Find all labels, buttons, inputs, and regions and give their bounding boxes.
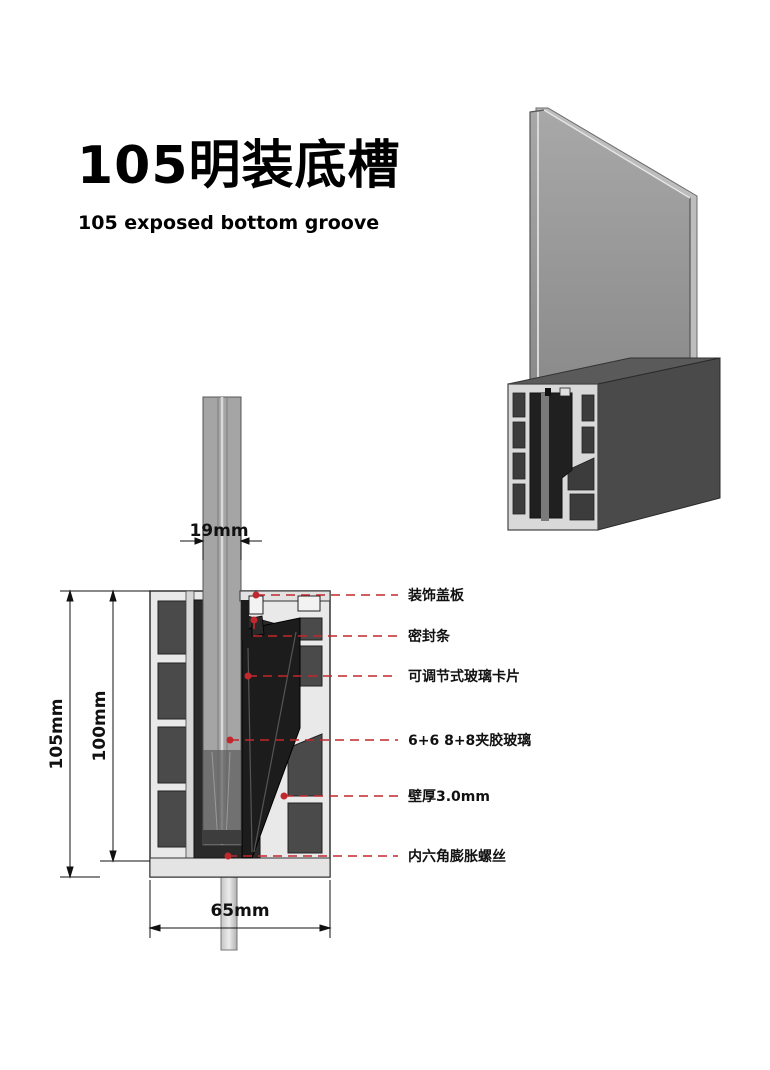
dim-outer-height: 105mm	[47, 699, 67, 770]
dim-inner-height: 100mm	[90, 691, 110, 762]
callout-cover-plate: 装饰盖板	[407, 587, 465, 604]
dim-base-width: 65mm	[210, 901, 269, 921]
glass-panel	[529, 109, 691, 393]
callout-seal-strip: 密封条	[407, 628, 451, 645]
callout-laminated-glass: 6+6 8+8夹胶玻璃	[408, 732, 531, 749]
laminated-glass	[202, 396, 242, 846]
callout-leaders	[228, 594, 398, 857]
profile-channel	[529, 392, 573, 519]
dim-glass-width: 19mm	[189, 521, 248, 541]
callout-anchor-bolt: 内六角膨胀螺丝	[408, 848, 506, 865]
dimension-lines	[60, 530, 332, 938]
callout-adjustable-clip: 可调节式玻璃卡片	[408, 668, 520, 685]
cross-section-view: 19mm 105mm 100mm 65mm 装饰盖板 密封条 可调节式玻璃卡片 …	[47, 396, 531, 951]
page-title: 105明装底槽	[77, 136, 401, 196]
profile-side-face	[597, 357, 721, 531]
adjustable-clip	[241, 617, 301, 859]
right-wall-cavities	[287, 617, 323, 854]
left-wall-cavities	[157, 600, 187, 848]
callout-dots	[224, 591, 288, 860]
perspective-view	[507, 107, 721, 531]
cover-plate	[239, 590, 331, 640]
page-subtitle: 105 exposed bottom groove	[78, 212, 380, 234]
callout-wall-thickness: 壁厚3.0mm	[408, 788, 490, 805]
